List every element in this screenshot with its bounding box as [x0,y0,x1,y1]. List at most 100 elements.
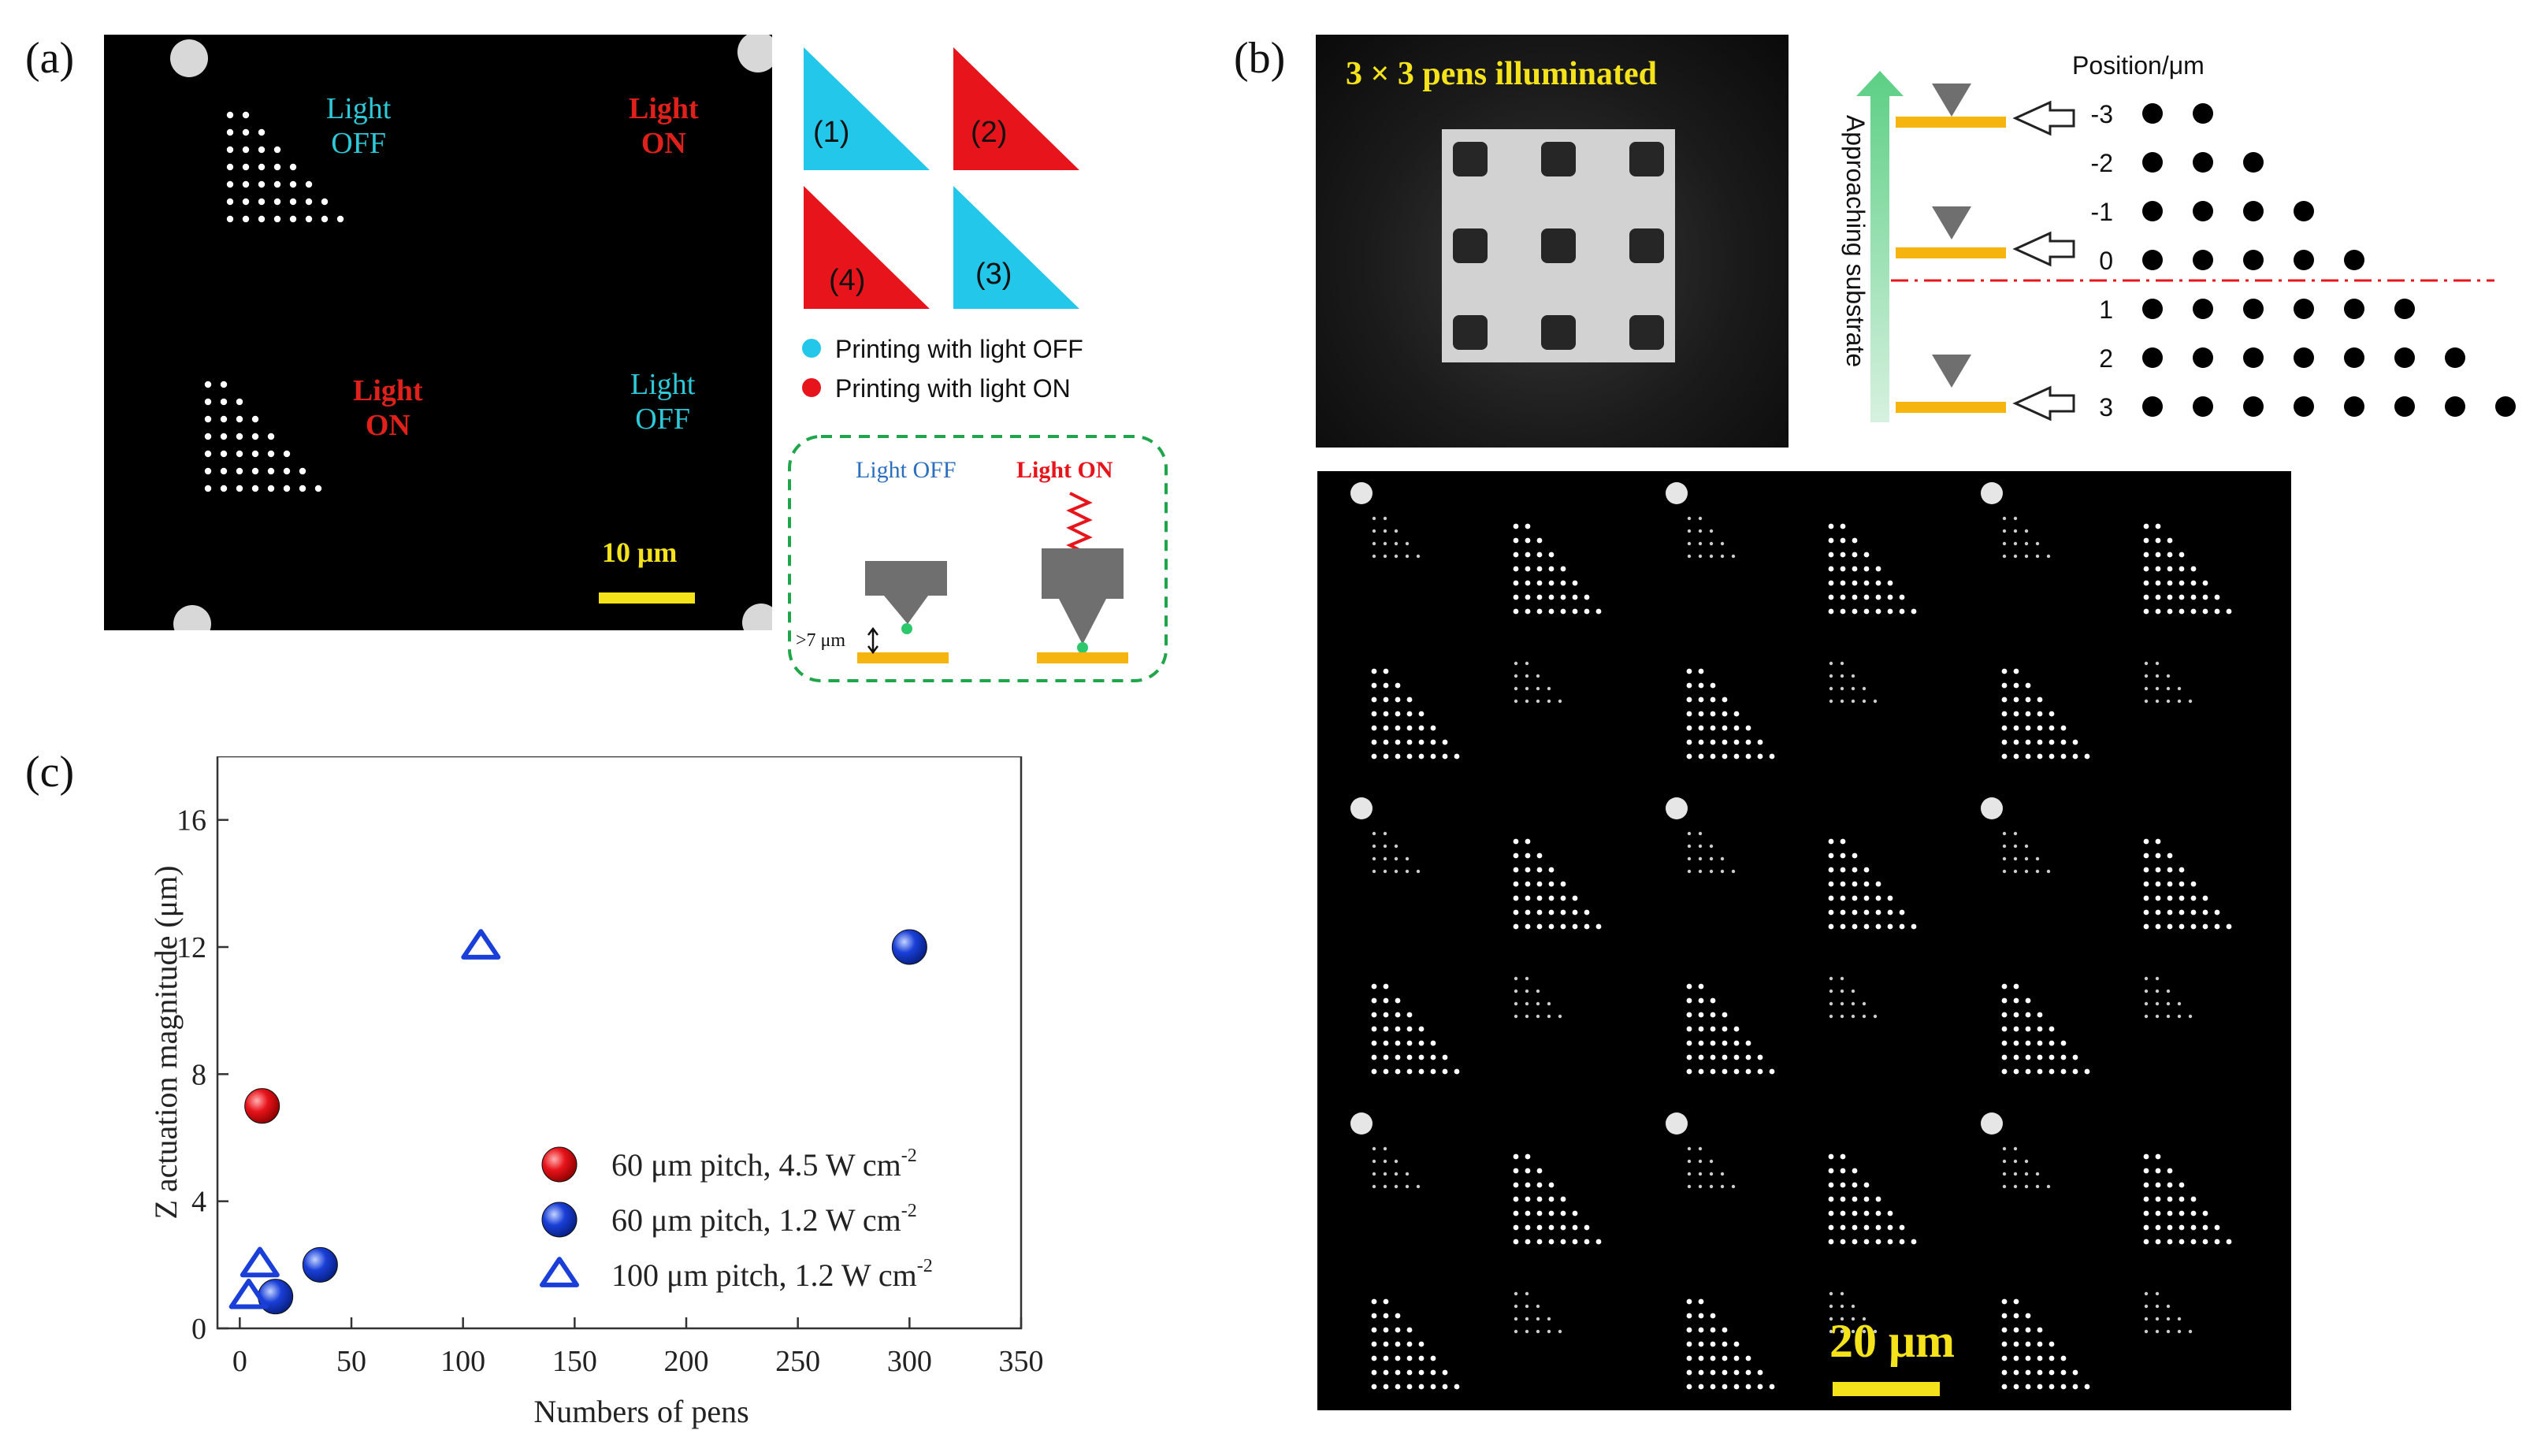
array-dot-triangle [1829,1291,1878,1334]
print-dot [258,198,266,206]
array-dot [1513,923,1519,930]
array-dot [1560,566,1566,572]
array-dot [1514,686,1518,691]
array-dot [1698,1146,1703,1151]
array-dot [1709,1172,1714,1176]
array-dot [2024,529,2029,533]
triangle-2-label: (2) [971,116,1007,149]
array-dot [1899,608,1905,615]
array-dot [1828,537,1834,544]
array-dot [2167,1210,2173,1216]
array-dot [1686,1068,1692,1075]
array-dot [1720,869,1725,874]
array-dot [1383,1054,1389,1060]
array-dot [2049,753,2055,760]
array-dot [1525,686,1529,691]
array-dot [2143,523,2149,529]
array-dot [2155,1001,2160,1006]
position-dot [2445,347,2465,368]
print-dot [305,198,313,206]
array-dot [1840,686,1844,691]
array-dot [1863,881,1870,887]
array-dot [1828,594,1834,600]
array-dot [1840,881,1846,887]
array-dot [1887,580,1893,586]
array-dot [2167,852,2173,859]
array-dot [1371,1313,1377,1319]
array-dot [1383,554,1387,559]
array-dot [1513,909,1519,916]
array-dot [1525,552,1531,558]
array-dot [2179,909,2185,916]
array-dot [1383,1341,1389,1347]
array-dot [2025,1341,2031,1347]
array-dot [2013,1146,2018,1151]
array-dot [2155,580,2161,586]
array-dot [1686,997,1692,1004]
array-dot [1840,895,1846,901]
array-dot [1709,529,1714,533]
print-dot [251,415,259,423]
array-dot [1513,838,1519,845]
array-dot-triangle [2143,523,2232,615]
array-dot [1698,529,1703,533]
array-dot [1383,753,1389,760]
array-dot [1383,1369,1389,1376]
array-dot [1875,1239,1881,1245]
array-dot [2143,838,2149,845]
array-dot [2166,1317,2171,1321]
array-dot [2179,1196,2185,1202]
array-dot [2002,1172,2007,1176]
array-dot [1698,1298,1704,1305]
array-dot [1525,895,1531,901]
array-dot [1394,844,1399,849]
array-dot [1722,753,1728,760]
position-label: -1 [2091,198,2113,226]
array-dot [1863,1182,1870,1188]
array-dot [1454,1384,1460,1390]
array-dot [1536,923,1543,930]
array-dot [2166,1014,2171,1019]
print-dot [204,433,212,440]
position-dot [2394,347,2415,368]
array-dot [1829,674,1833,678]
scale-bar-b [1833,1382,1940,1396]
print-dot [204,415,212,423]
array-dot [2190,608,2197,615]
array-dot [1686,1327,1692,1333]
array-dot [2190,594,2197,600]
array-dot [1406,1068,1413,1075]
array-dot [1406,1012,1413,1018]
array-dot [2144,1304,2149,1309]
array-dot [1840,1224,1846,1231]
array-dot [1371,1369,1377,1376]
y-axis-label: Z actuation magnitude (μm) [148,865,184,1219]
legend-off-marker [802,339,821,358]
panel-c-label: (c) [25,748,75,797]
array-dot [2155,523,2161,529]
array-dot [1698,831,1703,836]
legend-off-text: Printing with light OFF [835,335,1083,363]
pen-positions [1896,84,2075,422]
array-dot [1395,1040,1401,1046]
array-dot [2167,594,2173,600]
print-dot [220,433,228,440]
array-dot [1430,1384,1436,1390]
array-marker [1981,797,2003,819]
array-dot [1840,1304,1844,1309]
print-dot [251,485,259,492]
array-dot [2024,869,2029,874]
position-dot [2142,250,2163,270]
array-dot [1383,1012,1389,1018]
position-dot [2193,396,2213,417]
array-dot [2013,1298,2019,1305]
array-dot [1371,1068,1377,1075]
array-dot-triangle [2001,1298,2090,1390]
position-dot [2193,250,2213,270]
array-dot [1828,838,1834,845]
array-dot-triangle [1513,1153,1602,1245]
array-dot [1722,696,1728,703]
x-tick-label: 100 [440,1345,485,1378]
gap-arrow-icon [867,626,878,655]
array-dot [1686,1369,1692,1376]
